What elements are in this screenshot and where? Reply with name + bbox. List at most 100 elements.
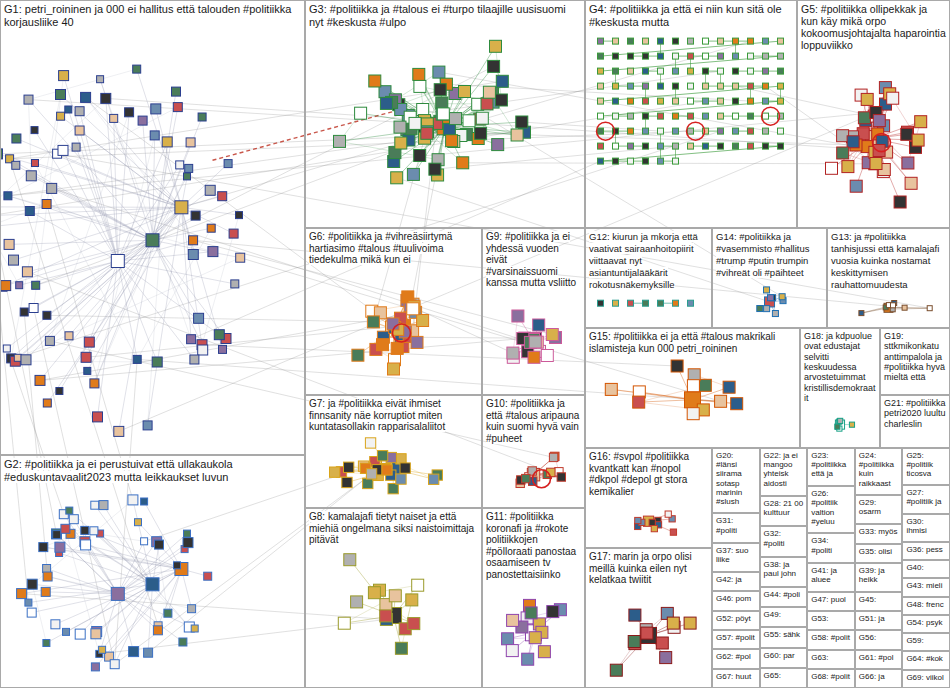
vertex-icon xyxy=(476,112,488,124)
vertex-icon xyxy=(75,126,84,135)
vertex-icon xyxy=(412,579,424,591)
link-line xyxy=(181,207,222,349)
vertex-icon xyxy=(16,282,23,289)
vertex-icon xyxy=(492,139,504,151)
group-label: G44: #poli xyxy=(764,590,800,599)
vertex-icon xyxy=(12,161,20,169)
vertex-icon xyxy=(778,143,784,149)
group-panel: G37: suo liike xyxy=(712,543,760,572)
link-line xyxy=(26,261,118,360)
vertex-icon xyxy=(81,92,91,102)
vertex-icon xyxy=(847,136,859,148)
vertex-icon xyxy=(703,38,709,44)
vertex-icon xyxy=(27,608,36,617)
link-line xyxy=(181,207,239,215)
vertex-icon xyxy=(380,97,392,109)
vertex-icon xyxy=(772,311,778,317)
link-line xyxy=(46,569,181,643)
vertex-icon xyxy=(55,542,65,552)
vertex-icon xyxy=(141,498,148,505)
vertex-icon xyxy=(32,281,40,289)
vertex-icon xyxy=(162,137,172,147)
vertex-icon xyxy=(688,83,694,89)
vertex-icon xyxy=(417,315,429,327)
vertex-icon xyxy=(204,572,212,580)
vertex-icon xyxy=(39,543,48,552)
vertex-icon xyxy=(408,618,420,630)
link-line xyxy=(118,543,188,594)
vertex-icon xyxy=(189,236,198,245)
group-panel: G45: xyxy=(855,592,903,611)
group-label: G53: xyxy=(811,614,828,623)
vertex-icon xyxy=(779,294,785,300)
link-line xyxy=(118,112,129,261)
link-line xyxy=(60,547,181,569)
vertex-icon xyxy=(135,519,142,526)
group-panel: G62: #pol xyxy=(712,649,760,668)
group-label: G6: #politiikka ja #vihreäsiirtymä harti… xyxy=(309,231,452,265)
group-label: G49: xyxy=(764,610,781,619)
vertex-icon xyxy=(138,116,147,125)
cross-links xyxy=(0,41,930,664)
group-panel: G22: ja ei mangoo yhteisk aidosti xyxy=(760,448,808,496)
group-panel: G29: osarm xyxy=(855,495,903,524)
vertex-icon xyxy=(522,653,534,665)
vertex-icon xyxy=(912,134,924,146)
group-label: G20: #länsi siirama sotasp marinin #slus… xyxy=(716,451,742,506)
vertex-icon xyxy=(490,40,502,52)
group-label: G13: ja #politiikka tanhisjussi että kam… xyxy=(831,231,939,290)
vertex-icon xyxy=(380,610,392,622)
vertex-icon xyxy=(81,352,91,362)
group-label: G43: mieli xyxy=(906,581,942,590)
link-line xyxy=(397,178,770,302)
vertex-icon xyxy=(613,68,619,74)
link-line xyxy=(65,529,152,585)
link-line xyxy=(96,584,153,634)
vertex-icon xyxy=(894,196,906,208)
vertex-icon xyxy=(688,300,694,306)
link-line xyxy=(0,207,181,227)
vertex-icon xyxy=(870,158,882,170)
vertex-icon xyxy=(63,628,70,635)
vertex-icon xyxy=(658,38,664,44)
link-line xyxy=(100,534,189,628)
vertex-icon xyxy=(613,83,619,89)
vertex-icon xyxy=(718,68,724,74)
vertex-icon xyxy=(891,303,896,308)
link-line xyxy=(8,113,876,196)
vertex-icon xyxy=(81,526,89,534)
vertex-icon xyxy=(658,68,664,74)
link-line xyxy=(27,272,551,473)
link-line xyxy=(40,339,523,381)
link-line xyxy=(98,261,118,417)
vertex-icon xyxy=(703,128,709,134)
vertex-icon xyxy=(858,112,870,124)
link-line xyxy=(86,97,398,329)
vertex-icon xyxy=(901,128,913,140)
vertex-icon xyxy=(778,98,784,104)
group-label: G46: pom xyxy=(716,594,751,603)
vertex-icon xyxy=(628,143,634,149)
vertex-icon xyxy=(414,150,426,162)
vertex-icon xyxy=(57,112,65,120)
link-line xyxy=(94,531,153,585)
vertex-icon xyxy=(673,113,679,119)
self-loop xyxy=(762,107,780,125)
link-line xyxy=(50,341,554,458)
link-line xyxy=(18,258,240,358)
link-line xyxy=(86,240,152,357)
vertex-icon xyxy=(598,83,604,89)
vertex-icon xyxy=(207,224,215,232)
link-line xyxy=(63,150,118,261)
vertex-icon xyxy=(146,578,159,591)
vertex-icon xyxy=(417,104,429,116)
vertex-icon xyxy=(58,145,68,155)
vertex-icon xyxy=(437,108,449,120)
vertex-icon xyxy=(4,239,14,249)
vertex-icon xyxy=(687,408,699,420)
vertex-icon xyxy=(377,339,389,351)
group-panel: G63: xyxy=(807,650,855,669)
group-panel: G34: #politi xyxy=(807,533,855,562)
group-panel: G55: sähk xyxy=(760,627,808,647)
group-label: G16: #svpol #politiikka kvantkatt kan #n… xyxy=(589,451,689,497)
